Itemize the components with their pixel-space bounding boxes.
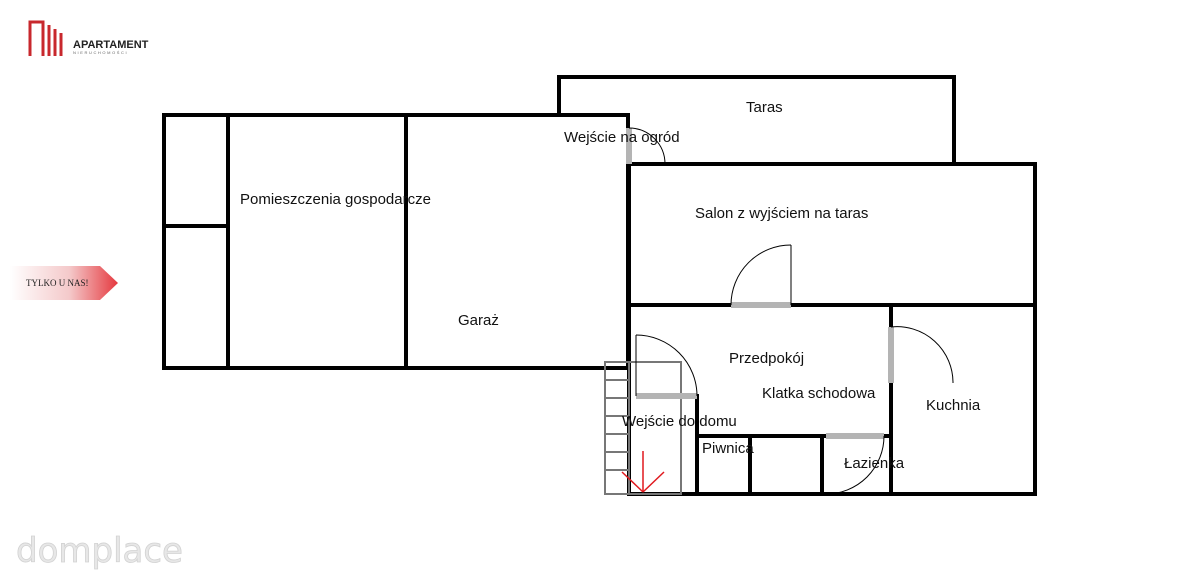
brand-name: APARTAMENT	[73, 39, 149, 51]
badge-text: TYLKO U NAS!	[26, 278, 89, 288]
room-label-garage: Garaż	[458, 312, 499, 329]
annex-outline	[162, 113, 630, 370]
brand-logo: APARTAMENT NIERUCHOMOŚCI	[28, 20, 149, 56]
room-label-utility-rooms: Pomieszczenia gospodarcze	[240, 191, 431, 208]
room-label-taras: Taras	[746, 99, 783, 116]
room-label-house-entry: Wejście do domu	[622, 413, 737, 430]
brand-subtitle: NIERUCHOMOŚCI	[73, 50, 128, 55]
entry-arrow-icon	[621, 451, 665, 493]
doors	[626, 127, 954, 495]
room-label-basement: Piwnica	[702, 440, 754, 457]
exclusive-badge: TYLKO U NAS!	[10, 266, 118, 300]
room-label-garden-entry: Wejście na ogród	[564, 129, 680, 146]
room-label-kitchen: Kuchnia	[926, 397, 981, 414]
apartament-logo-icon	[28, 20, 63, 56]
terrace-outline	[557, 75, 956, 166]
staircase	[604, 361, 682, 495]
room-label-living-room: Salon z wyjściem na taras	[695, 205, 868, 222]
room-label-stairwell: Klatka schodowa	[762, 385, 876, 402]
room-label-bathroom: Łazienka	[844, 455, 905, 472]
watermark: domplace	[16, 531, 183, 571]
room-label-hallway: Przedpokój	[729, 350, 804, 367]
